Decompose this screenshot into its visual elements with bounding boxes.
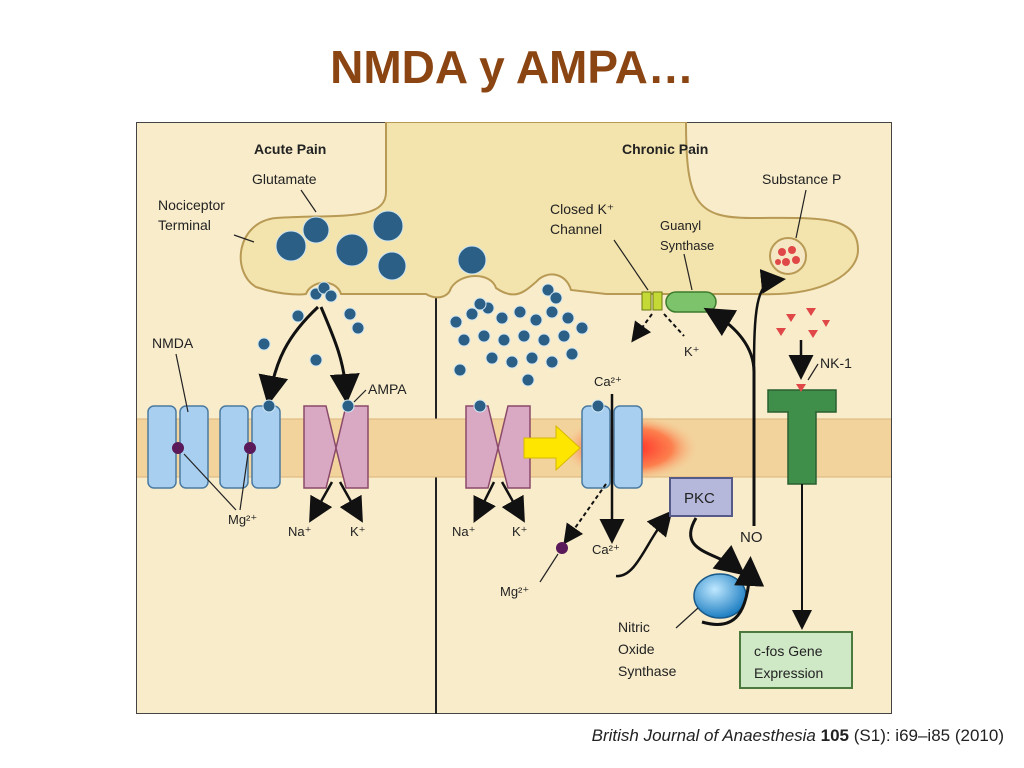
pkc-box <box>669 477 733 517</box>
citation-journal: British Journal of Anaesthesia <box>591 726 816 745</box>
mg-label-acute: Mg²⁺ <box>228 512 257 527</box>
no-label: NO <box>740 529 763 546</box>
substance-p-label: Substance P <box>762 171 841 187</box>
ampa-to-nmda-arrow <box>523 424 581 472</box>
glutamate-arrow-ampa <box>319 306 360 404</box>
nmda-receptor-1 <box>147 405 209 489</box>
guanyl-synthase <box>665 291 717 313</box>
glutamate-released-chronic <box>449 283 589 387</box>
citation-details: (S1): i69–i85 (2010) <box>853 726 1004 745</box>
na-label-acute: Na⁺ <box>288 524 311 539</box>
ampa-receptor-chronic <box>465 399 531 489</box>
nociceptor-label-2: Terminal <box>158 217 211 233</box>
pain-mechanism-diagram: Acute Pain Chronic Pain Glutamate Nocice… <box>136 122 892 714</box>
guanyl-label-2: Synthase <box>660 238 714 253</box>
mg-ion-chronic <box>556 542 568 554</box>
cfos-label-1: c-fos Gene <box>754 643 823 659</box>
slide-title: NMDA y AMPA… <box>330 41 694 93</box>
nmda-receptor-chronic <box>581 399 643 489</box>
na-label-chronic: Na⁺ <box>452 524 475 539</box>
cfos-label-2: Expression <box>754 665 823 681</box>
k-label-acute: K⁺ <box>350 524 366 539</box>
pkc-label: PKC <box>684 490 715 507</box>
nos-label-3: Synthase <box>618 663 677 679</box>
substance-p-released <box>776 308 830 338</box>
citation-volume: 105 <box>820 726 849 745</box>
guanyl-label-1: Guanyl <box>660 218 701 233</box>
glutamate-released-acute <box>257 281 365 367</box>
substance-p-granules <box>775 246 800 266</box>
nitric-oxide-synthase <box>693 573 747 619</box>
nk1-label: NK-1 <box>820 355 852 371</box>
ca-label-top: Ca²⁺ <box>594 374 622 389</box>
nmda-receptor-2 <box>219 399 281 489</box>
closed-k-label-1: Closed K⁺ <box>550 201 614 217</box>
substance-p-vesicle <box>769 237 807 275</box>
ca-label-bottom: Ca²⁺ <box>592 542 620 557</box>
k-label-chronic: K⁺ <box>684 344 700 359</box>
nociceptor-label-1: Nociceptor <box>158 197 225 213</box>
cfos-gene-expression-box <box>739 631 853 689</box>
vesicle-chronic <box>457 245 487 275</box>
glutamate-label: Glutamate <box>252 171 317 187</box>
citation: British Journal of Anaesthesia 105 (S1):… <box>592 726 1004 746</box>
acute-pain-title: Acute Pain <box>254 141 326 157</box>
glutamate-arrow-nmda <box>258 305 320 406</box>
k-label-chronic-2: K⁺ <box>512 524 528 539</box>
closed-k-label-2: Channel <box>550 221 602 237</box>
glutamate-vesicles-acute <box>275 210 407 281</box>
nos-label-2: Oxide <box>618 641 655 657</box>
chronic-pain-title: Chronic Pain <box>622 141 708 157</box>
closed-k-channel <box>641 291 663 311</box>
nk1-receptor <box>767 389 837 485</box>
ca-to-pkc-arrow <box>615 510 673 578</box>
ampa-receptor-acute <box>303 399 369 489</box>
nmda-label: NMDA <box>152 335 194 351</box>
mg-label-chronic: Mg²⁺ <box>500 584 529 599</box>
ampa-label: AMPA <box>368 381 407 397</box>
nos-label-1: Nitric <box>618 619 650 635</box>
